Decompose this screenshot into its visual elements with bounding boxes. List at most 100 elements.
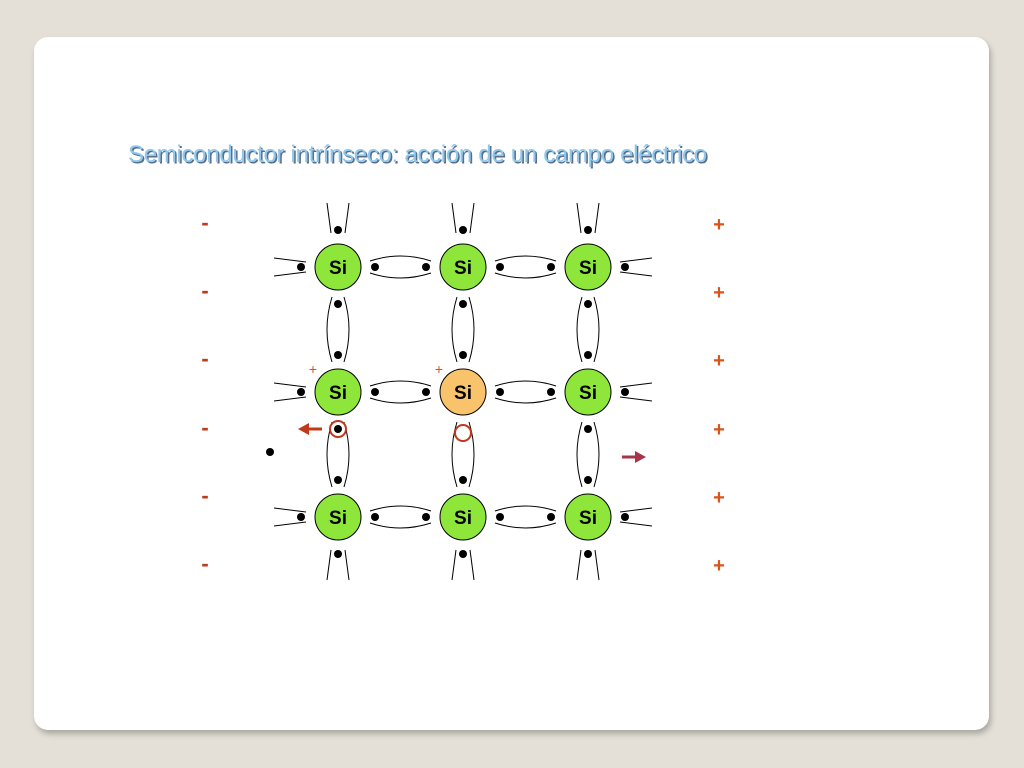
electron-dot bbox=[334, 550, 342, 558]
negative-charge-sign: - bbox=[201, 210, 208, 235]
silicon-atom: Si bbox=[439, 493, 487, 541]
atom-circle bbox=[564, 243, 612, 291]
electron-dot bbox=[547, 388, 555, 396]
atom-label: Si bbox=[329, 383, 347, 404]
bond-stub bbox=[594, 549, 600, 581]
bond-stub bbox=[619, 271, 653, 277]
field-charges: -+-+-+-+-+-+ bbox=[201, 210, 725, 577]
negative-charge-sign: - bbox=[201, 483, 208, 508]
atom-label: Si bbox=[579, 258, 597, 279]
electron-dot bbox=[496, 263, 504, 271]
negative-charge-sign: - bbox=[201, 278, 208, 303]
electron-dot bbox=[459, 550, 467, 558]
electron-dot bbox=[584, 476, 592, 484]
electron-dot bbox=[496, 388, 504, 396]
electron-dot bbox=[621, 263, 629, 271]
positive-charge-sign: + bbox=[713, 555, 725, 577]
atom-circle bbox=[564, 368, 612, 416]
bond-stub bbox=[576, 549, 582, 581]
atom-circle bbox=[314, 368, 362, 416]
bond-stub bbox=[273, 382, 307, 388]
electron-dot bbox=[422, 263, 430, 271]
positive-charge-sign: + bbox=[713, 350, 725, 372]
atom-label: Si bbox=[454, 258, 472, 279]
bond-stub bbox=[326, 202, 332, 234]
bond-line bbox=[343, 296, 350, 363]
electron-dot bbox=[459, 300, 467, 308]
electron-dot bbox=[297, 263, 305, 271]
bond-electrons bbox=[297, 226, 629, 558]
bond-line bbox=[451, 421, 458, 488]
atom-label: Si bbox=[579, 508, 597, 529]
bond-line bbox=[369, 522, 432, 529]
electron-dot bbox=[297, 388, 305, 396]
electron-dot bbox=[459, 226, 467, 234]
electron-dot bbox=[547, 513, 555, 521]
atom-circle bbox=[314, 243, 362, 291]
bond-line bbox=[369, 397, 432, 404]
free-electron bbox=[266, 448, 274, 456]
atom-label: Si bbox=[329, 508, 347, 529]
positive-charge-sign: + bbox=[713, 487, 725, 509]
slide-background bbox=[34, 37, 989, 730]
slide-title: Semiconductor intrínseco: acción de un c… bbox=[128, 141, 707, 168]
bond-line bbox=[468, 296, 475, 363]
silicon-atom: Si bbox=[314, 368, 362, 416]
positive-charge-sign: + bbox=[713, 419, 725, 441]
bond-line bbox=[369, 505, 432, 512]
bond-stub bbox=[344, 202, 350, 234]
electron-dot bbox=[584, 226, 592, 234]
covalent-bonds bbox=[273, 202, 653, 581]
ion-charge-label: + bbox=[435, 361, 443, 377]
bond-stub bbox=[326, 549, 332, 581]
silicon-atom: Si bbox=[314, 243, 362, 291]
electron-dot bbox=[371, 388, 379, 396]
bond-stub bbox=[273, 257, 307, 263]
electron-dot bbox=[621, 388, 629, 396]
electron-dot bbox=[422, 388, 430, 396]
bond-stub bbox=[619, 521, 653, 527]
bond-line bbox=[451, 296, 458, 363]
silicon-atom: Si bbox=[564, 368, 612, 416]
atom-label: Si bbox=[454, 508, 472, 529]
silicon-atom: Si bbox=[564, 493, 612, 541]
electron-dot bbox=[459, 476, 467, 484]
atom-circle bbox=[314, 493, 362, 541]
atom-label: Si bbox=[329, 258, 347, 279]
electron-dot bbox=[371, 263, 379, 271]
bond-line bbox=[369, 380, 432, 387]
electron-dot bbox=[334, 300, 342, 308]
bond-stub bbox=[619, 257, 653, 263]
bond-line bbox=[576, 296, 583, 363]
atom-circle bbox=[564, 493, 612, 541]
hole-motion-arrowhead bbox=[635, 451, 646, 463]
silicon-atom: Si bbox=[314, 493, 362, 541]
electron-dot bbox=[584, 300, 592, 308]
ionized-silicon-atom: Si bbox=[439, 368, 487, 416]
bond-stub bbox=[619, 382, 653, 388]
bond-stub bbox=[273, 396, 307, 402]
bond-line bbox=[369, 272, 432, 279]
negative-charge-sign: - bbox=[201, 415, 208, 440]
electron-dot bbox=[334, 476, 342, 484]
bond-line bbox=[494, 522, 557, 529]
electron-dot bbox=[621, 513, 629, 521]
bond-stub bbox=[273, 521, 307, 527]
bond-stub bbox=[619, 396, 653, 402]
bond-line bbox=[593, 421, 600, 488]
positive-charge-sign: + bbox=[713, 214, 725, 236]
electron-dot bbox=[334, 425, 342, 433]
bond-line bbox=[494, 505, 557, 512]
bond-stub bbox=[576, 202, 582, 234]
bond-line bbox=[326, 296, 333, 363]
bond-stub bbox=[469, 202, 475, 234]
negative-charge-sign: - bbox=[201, 551, 208, 576]
electron-motion-arrowhead bbox=[298, 423, 309, 435]
atom-label: Si bbox=[579, 383, 597, 404]
electron-dot bbox=[459, 351, 467, 359]
electron-dot bbox=[496, 513, 504, 521]
bond-stub bbox=[451, 549, 457, 581]
electron-dot bbox=[422, 513, 430, 521]
